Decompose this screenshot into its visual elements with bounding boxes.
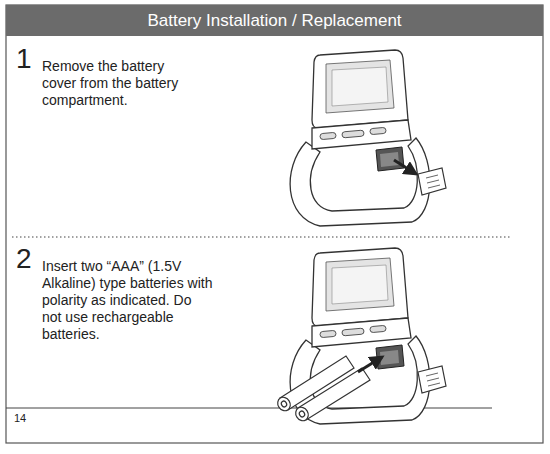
step-text: Insert two “AAA” (1.5V Alkaline) type ba… — [42, 258, 214, 343]
page-frame — [6, 5, 543, 443]
step-separator — [12, 236, 510, 237]
monitor-illustration — [290, 248, 446, 424]
page-number: 14 — [14, 412, 26, 425]
step-text: Remove the battery cover from the batter… — [42, 58, 202, 109]
monitor-illustration — [290, 50, 446, 226]
step-number: 2 — [16, 244, 32, 274]
step-number: 1 — [16, 44, 32, 74]
page-title: Battery Installation / Replacement — [6, 5, 543, 36]
aaa-batteries — [275, 356, 382, 423]
title-band — [6, 5, 543, 36]
